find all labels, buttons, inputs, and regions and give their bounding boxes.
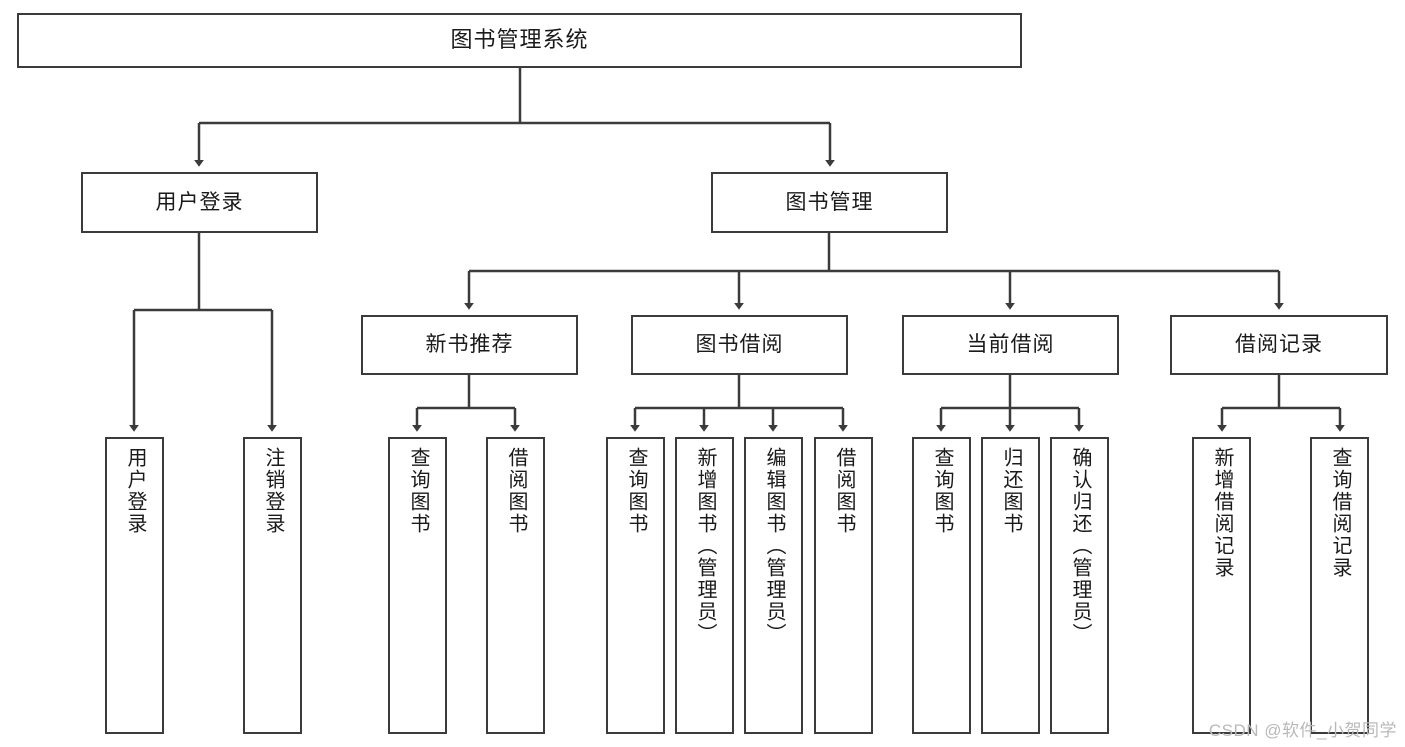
leaf-user-login-signout[interactable]: 注销登录	[243, 437, 302, 734]
leaf-label: 确认归还（管理员）	[1069, 447, 1091, 645]
leaf-borrow-record-add[interactable]: 新增借阅记录	[1192, 437, 1251, 734]
node-label: 当前借阅	[966, 333, 1055, 357]
leaf-book-borrow-edit[interactable]: 编辑图书（管理员）	[744, 437, 803, 734]
leaf-current-borrow-return[interactable]: 归还图书	[981, 437, 1040, 734]
node-root-book-management-system[interactable]: 图书管理系统	[17, 13, 1022, 68]
node-label: 用户登录	[155, 190, 244, 214]
leaf-book-borrow-add[interactable]: 新增图书（管理员）	[675, 437, 734, 734]
leaf-borrow-record-query[interactable]: 查询借阅记录	[1310, 437, 1369, 734]
node-user-login[interactable]: 用户登录	[81, 172, 318, 233]
node-label: 图书借阅	[695, 333, 784, 357]
leaf-label: 编辑图书（管理员）	[763, 447, 785, 645]
node-label: 图书管理系统	[450, 27, 589, 53]
watermark-text: CSDN @软件_小贺同学	[1208, 721, 1397, 740]
node-new-book-recommend[interactable]: 新书推荐	[361, 315, 578, 375]
leaf-label: 查询借阅记录	[1329, 447, 1351, 579]
leaf-label: 注销登录	[262, 447, 284, 535]
leaf-label: 查询图书	[931, 447, 953, 535]
leaf-new-book-query[interactable]: 查询图书	[388, 437, 447, 734]
node-current-borrow[interactable]: 当前借阅	[902, 315, 1119, 375]
node-label: 图书管理	[785, 190, 874, 214]
leaf-label: 借阅图书	[505, 447, 527, 535]
node-label: 新书推荐	[425, 333, 514, 357]
leaf-book-borrow-query[interactable]: 查询图书	[606, 437, 665, 734]
node-label: 借阅记录	[1235, 333, 1323, 357]
node-book-borrow[interactable]: 图书借阅	[631, 315, 848, 375]
leaf-current-borrow-confirm-return[interactable]: 确认归还（管理员）	[1050, 437, 1109, 734]
leaf-new-book-borrow[interactable]: 借阅图书	[486, 437, 545, 734]
leaf-user-login-signin[interactable]: 用户登录	[105, 437, 164, 734]
leaf-label: 用户登录	[124, 447, 146, 535]
leaf-label: 查询图书	[625, 447, 647, 535]
leaf-label: 新增图书（管理员）	[694, 447, 716, 645]
leaf-current-borrow-query[interactable]: 查询图书	[912, 437, 971, 734]
leaf-book-borrow-borrow[interactable]: 借阅图书	[814, 437, 873, 734]
leaf-label: 借阅图书	[833, 447, 855, 535]
leaf-label: 新增借阅记录	[1211, 447, 1233, 579]
node-borrow-record[interactable]: 借阅记录	[1170, 315, 1388, 375]
node-book-management[interactable]: 图书管理	[711, 172, 948, 233]
leaf-label: 查询图书	[407, 447, 429, 535]
leaf-label: 归还图书	[1000, 447, 1022, 535]
